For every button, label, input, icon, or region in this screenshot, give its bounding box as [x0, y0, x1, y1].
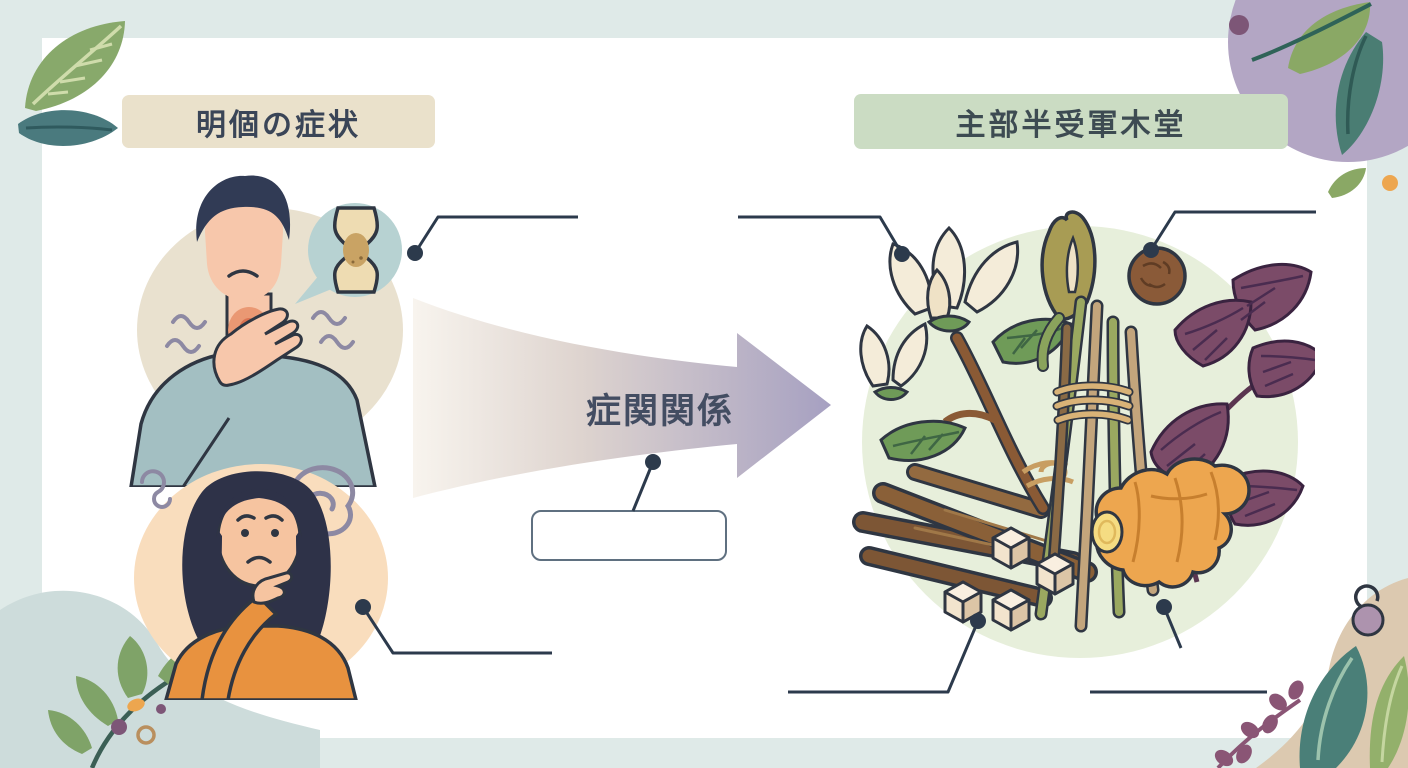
right-section-header: 主部半受軍木堂 [854, 94, 1288, 149]
right-section-header-label: 主部半受軍木堂 [955, 107, 1187, 143]
face [205, 194, 283, 300]
purple-dot [1229, 15, 1249, 35]
brow-left [236, 514, 256, 522]
brow-right [264, 514, 284, 522]
eye-right [271, 529, 279, 537]
man-sore-throat-illustration [129, 175, 403, 487]
hair-fringe [216, 488, 302, 536]
magnolia-flowers-icon [859, 225, 1074, 515]
left-section-header-label: 明個の症状 [196, 107, 361, 143]
eye-left [241, 529, 249, 537]
mouth [227, 269, 259, 278]
arrow-shape [413, 298, 831, 498]
left-section-header: 明個の症状 [122, 95, 435, 148]
arrow-label: 症関関係 [585, 392, 734, 432]
calla-flower-icon [1036, 210, 1097, 372]
hair [196, 175, 291, 242]
twine-wraps [1052, 381, 1134, 425]
herbs-circle-illustration [852, 210, 1315, 658]
relation-label-box [531, 510, 727, 561]
arm-fold-line [181, 417, 231, 487]
sad-mouth [246, 555, 272, 564]
hand [212, 307, 303, 387]
joint-inset-circle [295, 203, 402, 304]
woman-thinking-illustration [134, 464, 388, 700]
joint-cartilage [343, 233, 369, 267]
relation-arrow [413, 298, 831, 498]
ginger-root-icon [1090, 457, 1251, 589]
pain-squiggles [165, 310, 355, 354]
green-leaf-icon [1369, 656, 1408, 768]
nut-ball-icon [1127, 246, 1187, 306]
orange-dot [1382, 175, 1398, 191]
